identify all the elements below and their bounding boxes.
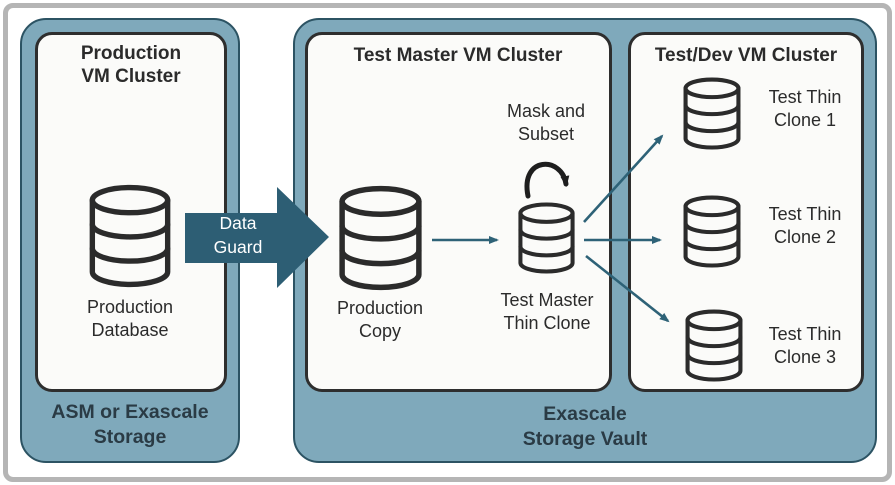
test-master-thin-clone-database-icon [518,202,575,274]
test-thin-clone-2-database-icon [683,195,741,268]
production-copy-database-icon [339,185,422,291]
test-master-vm-cluster-title: Test Master VM Cluster [353,45,563,66]
production-database-icon [89,184,171,288]
test-thin-clone-2-label: Test Thin Clone 2 [768,204,842,248]
test-thin-clone-1-database-icon [683,77,741,150]
test-dev-vm-cluster-title: Test/Dev VM Cluster [654,45,838,66]
exascale-storage-vault-label: Exascale Storage Vault [522,403,648,450]
outer-frame [3,3,892,482]
test-thin-clone-1-label: Test Thin Clone 1 [768,87,842,131]
production-database-label: Production Database [86,297,174,341]
mask-and-subset-label: Mask and Subset [506,101,586,145]
test-thin-clone-3-label: Test Thin Clone 3 [768,324,842,368]
test-master-thin-clone-label: Test Master Thin Clone [500,290,594,334]
production-vm-cluster-title: Production VM Cluster [80,43,182,88]
asm-storage-label: ASM or Exascale Storage [51,401,209,448]
test-thin-clone-3-database-icon [685,309,743,382]
production-copy-label: Production Copy [336,298,424,342]
data-guard-label: Data Guard [213,213,263,257]
